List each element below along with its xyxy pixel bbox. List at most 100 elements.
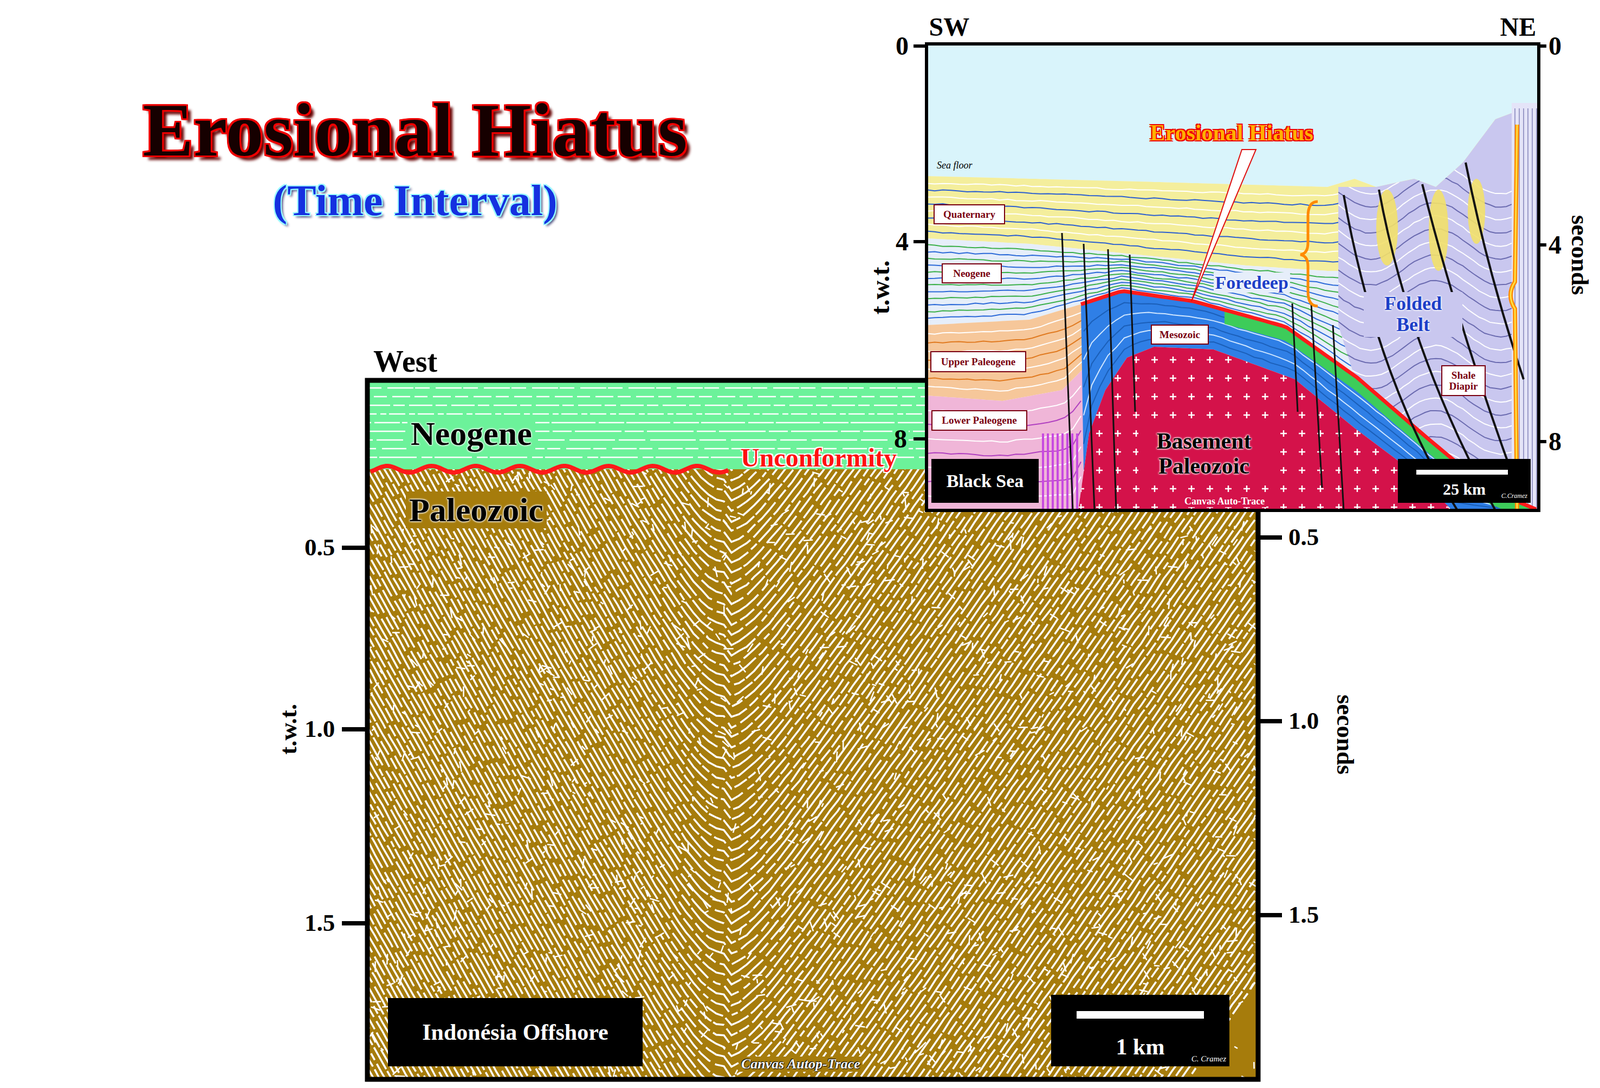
seismic-noise [635, 869, 642, 874]
seismic-noise [446, 847, 450, 857]
seismic-noise [1131, 936, 1133, 948]
seismic-noise [651, 904, 655, 914]
seismic-reflector [1338, 358, 1539, 390]
basement-cross [1225, 338, 1232, 345]
seismic-noise [560, 584, 561, 592]
seismic-noise [587, 793, 591, 797]
seismic-noise [1044, 566, 1047, 576]
seismic-noise [638, 925, 642, 927]
seismic-reflector [367, 499, 1255, 1080]
seismic-noise [802, 837, 810, 843]
seismic-noise [735, 1069, 738, 1074]
seismic-noise [789, 700, 793, 703]
seismic-noise [858, 819, 863, 826]
seismic-noise [406, 949, 411, 957]
seismic-noise [1011, 898, 1018, 900]
seismic-noise [884, 828, 894, 832]
seismic-reflector [367, 581, 1255, 1080]
seismic-noise [922, 558, 924, 569]
seismic-noise [374, 680, 377, 684]
seismic-noise [458, 925, 462, 930]
seismic-noise [495, 975, 503, 978]
seismic-noise [1035, 881, 1040, 883]
seismic-noise [547, 844, 555, 846]
seismic-noise [786, 624, 791, 628]
seismic-noise [1184, 732, 1194, 737]
seismic-noise [935, 624, 943, 630]
seismic-noise [1202, 554, 1204, 559]
basement-cross [1427, 448, 1435, 456]
basement-cross [1372, 467, 1379, 474]
seismic-noise [521, 775, 531, 779]
seismic-noise [1031, 910, 1036, 913]
direction-label: SW [929, 13, 970, 42]
seismic-noise [502, 747, 507, 755]
seismic-reflector [367, 694, 1255, 1080]
seismic-noise [903, 976, 909, 982]
seismic-noise [987, 797, 991, 807]
basement-cross [1206, 356, 1214, 364]
seismic-noise [1234, 1046, 1238, 1049]
basement-cross [1390, 338, 1398, 345]
seismic-noise [1114, 890, 1123, 894]
seismic-noise [840, 535, 847, 539]
seismic-noise [810, 921, 814, 932]
seismic-noise [1158, 923, 1167, 926]
seismic-noise [493, 577, 498, 587]
scale-bar [1416, 469, 1508, 475]
seismic-noise [1022, 574, 1029, 579]
seismic-noise [923, 933, 929, 937]
seismic-noise [467, 653, 472, 657]
seismic-noise [747, 486, 750, 493]
seismic-noise [1064, 1069, 1066, 1074]
seismic-noise [1049, 692, 1054, 695]
seismic-noise [863, 583, 872, 588]
seismic-noise [554, 955, 563, 957]
seismic-noise [490, 578, 494, 581]
seismic-noise [913, 867, 916, 878]
seismic-noise [552, 892, 562, 895]
seismic-noise [826, 631, 836, 639]
seismic-noise [609, 879, 613, 887]
seismic-noise [457, 567, 463, 569]
seismic-noise [676, 703, 680, 706]
seismic-noise [703, 1011, 706, 1020]
seismic-noise [815, 513, 825, 515]
seismic-noise [1020, 694, 1022, 699]
axis-tick [1258, 718, 1282, 724]
basement-cross [1354, 485, 1361, 492]
seismic-noise [819, 646, 830, 649]
seismic-noise [1252, 814, 1256, 824]
seismic-noise [613, 967, 618, 972]
seismic-noise [496, 970, 500, 981]
seismic-noise [588, 643, 597, 650]
structure-label: Folded Belt [1363, 292, 1463, 338]
seismic-noise [1012, 1028, 1017, 1038]
basement-cross [1077, 393, 1085, 400]
seismic-noise [595, 729, 600, 734]
axis-value: 8 [1548, 427, 1562, 457]
seismic-noise [848, 660, 858, 666]
seismic-noise [416, 584, 420, 590]
seismic-noise [919, 1041, 926, 1049]
seismic-noise [1067, 690, 1074, 693]
seismic-noise [1018, 726, 1028, 729]
seismic-noise [811, 996, 820, 1002]
seismic-noise [810, 1047, 817, 1050]
basement-cross [1372, 411, 1379, 419]
axis-title: t.w.t. [275, 703, 303, 755]
basement-cross [1077, 374, 1085, 382]
seismic-noise [842, 741, 845, 752]
seismic-noise [1226, 952, 1234, 954]
seismic-noise [1224, 869, 1228, 878]
seismic-noise [723, 648, 734, 650]
seismic-noise [1125, 663, 1134, 669]
seismic-noise [969, 935, 970, 945]
basement-cross [1151, 393, 1158, 400]
seismic-noise [584, 580, 588, 586]
seismic-noise [911, 669, 918, 671]
seismic-noise [959, 605, 963, 610]
seismic-reflector [367, 724, 1255, 1080]
seismic-noise [869, 763, 871, 768]
seismic-noise [583, 782, 588, 785]
